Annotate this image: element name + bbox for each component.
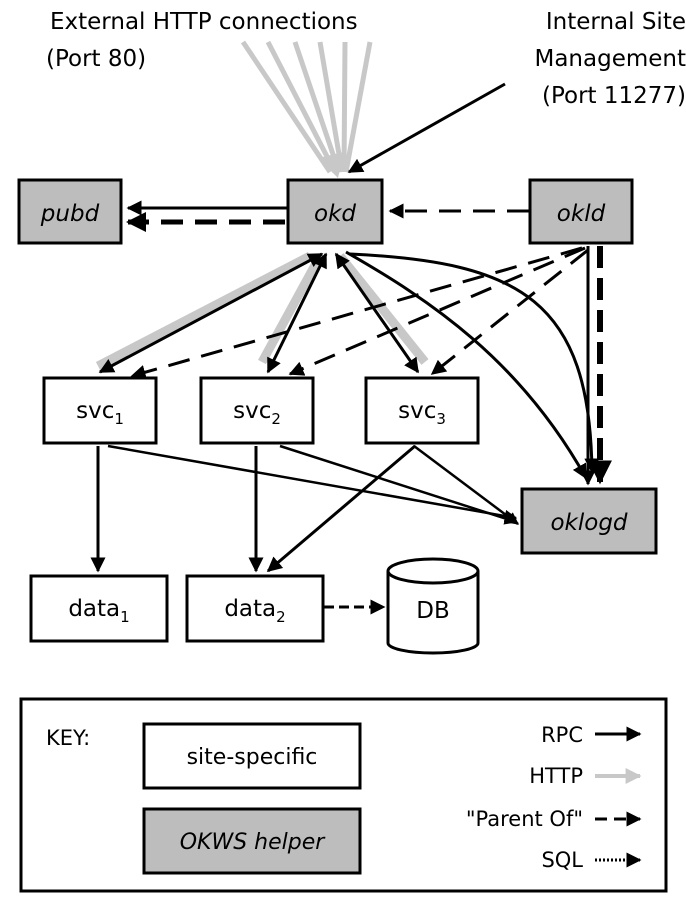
node-data2: data2: [185, 574, 325, 643]
node-svc1-label: svc: [76, 398, 114, 424]
svc3-to-data2-rpc: [266, 444, 416, 573]
node-svc2: svc2: [199, 376, 315, 445]
node-svc3: svc3: [364, 376, 480, 445]
node-okd-label: okd: [314, 201, 356, 227]
node-data2-subscript: 2: [276, 608, 286, 626]
legend-site-specific-label: site-specific: [187, 745, 318, 770]
svg-text:data2: data2: [224, 596, 285, 626]
external-http-port-label: (Port 80): [46, 46, 146, 72]
okd-services-rpc: [98, 252, 420, 374]
legend-rpc-label: RPC: [541, 723, 583, 747]
internal-management-rpc-arrow: [347, 82, 506, 174]
node-pubd-label: pubd: [40, 201, 100, 227]
svg-text:data1: data1: [68, 596, 129, 626]
node-oklogd: oklogd: [520, 487, 658, 555]
legend-parent-of-label: "Parent Of": [466, 807, 583, 831]
internal-mgmt-label-line3: (Port 11277): [542, 83, 686, 109]
node-db: DB: [386, 557, 480, 655]
node-svc2-subscript: 2: [271, 410, 281, 428]
svg-text:svc3: svc3: [398, 398, 446, 428]
external-http-label: External HTTP connections: [50, 9, 358, 35]
node-data1-subscript: 1: [120, 608, 130, 626]
internal-mgmt-label-line1: Internal Site: [546, 9, 686, 35]
node-okld: okld: [528, 178, 634, 245]
node-data1: data1: [29, 574, 169, 643]
node-svc2-label: svc: [233, 398, 271, 424]
node-oklogd-label: oklogd: [550, 510, 627, 536]
internal-mgmt-label-line2: Management: [534, 46, 686, 72]
node-svc1: svc1: [42, 376, 158, 445]
node-db-label: DB: [416, 598, 450, 624]
legend-okws-helper-label: OKWS helper: [180, 830, 327, 855]
node-svc1-subscript: 1: [114, 410, 124, 428]
legend-site-specific: site-specific: [142, 722, 362, 790]
okd-to-oklogd-rpc-2: [345, 250, 588, 480]
svg-text:svc1: svc1: [76, 398, 124, 428]
external-http-connections: [240, 40, 373, 178]
node-okd: okd: [286, 178, 384, 245]
node-pubd: pubd: [17, 178, 123, 245]
legend-okws-helper: OKWS helper: [142, 807, 362, 875]
node-data1-label: data: [68, 596, 120, 622]
legend-sql-label: SQL: [541, 848, 583, 872]
legend-title: KEY:: [46, 726, 90, 750]
services-to-oklogd-rpc: [107, 444, 519, 525]
node-svc3-subscript: 3: [436, 410, 446, 428]
svg-text:svc2: svc2: [233, 398, 281, 428]
node-svc3-label: svc: [398, 398, 436, 424]
okld-to-services-parent: [130, 246, 589, 380]
node-data2-label: data: [224, 596, 276, 622]
legend: KEY: site-specific OKWS helper RPC HTTP …: [19, 697, 668, 893]
node-okld-label: okld: [557, 201, 606, 227]
legend-http-label: HTTP: [529, 764, 583, 788]
